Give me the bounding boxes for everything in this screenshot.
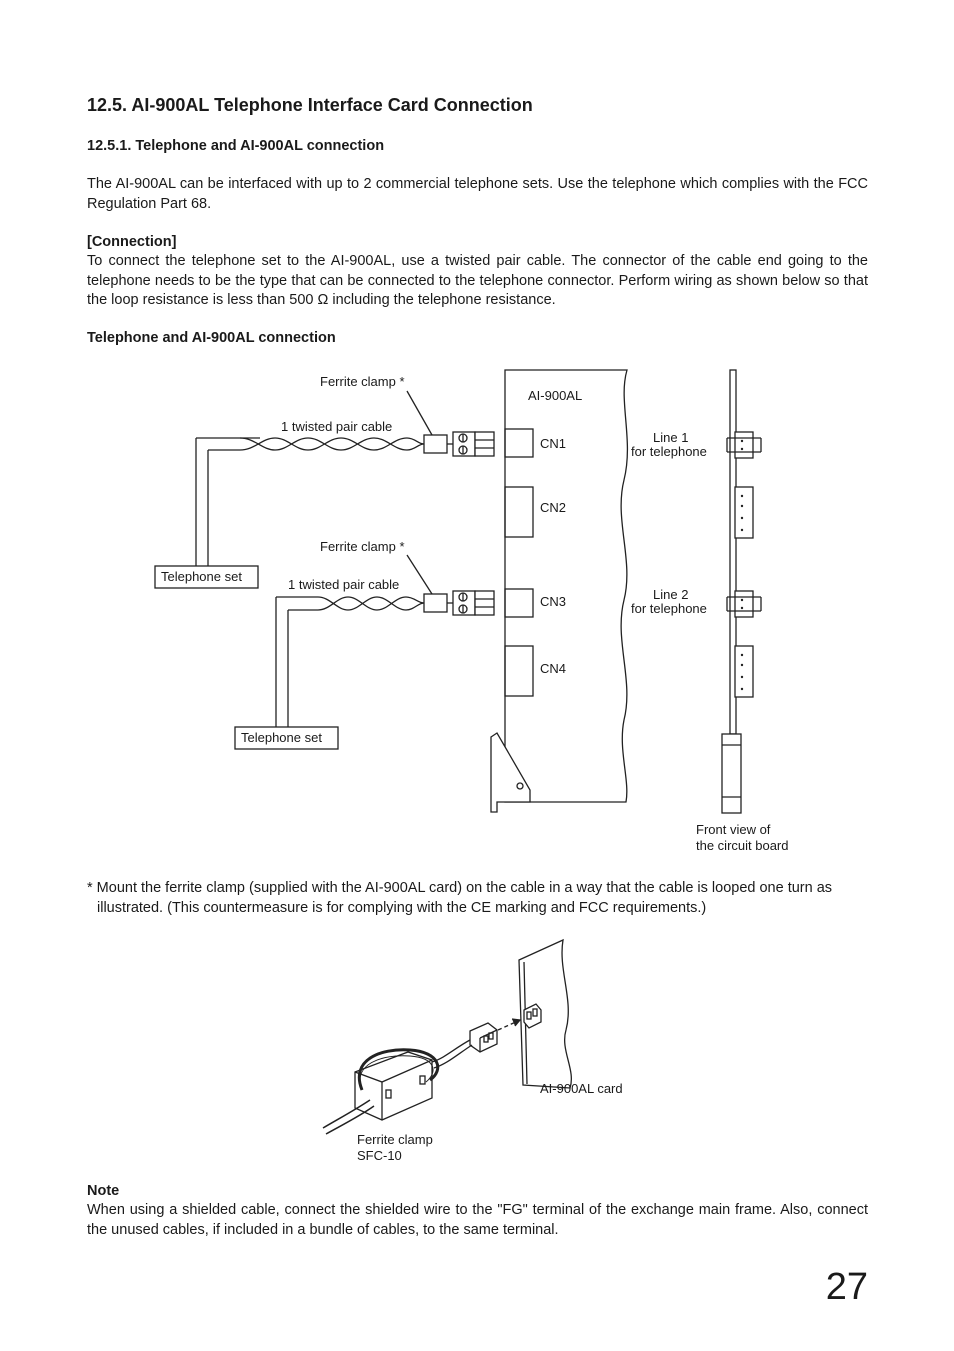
- page-number: 27: [825, 1266, 868, 1308]
- intro-paragraph: The AI-900AL can be interfaced with up t…: [87, 176, 868, 212]
- front-view-label: Front view of: [696, 822, 771, 837]
- cn4-label: CN4: [540, 661, 567, 676]
- line1-sub-label: for telephone: [631, 444, 707, 459]
- ferrite-clamp-figure-label: Ferrite clamp: [357, 1132, 433, 1147]
- connection-title: [Connection]: [87, 234, 177, 250]
- ferrite-clamp-label-1: Ferrite clamp *: [320, 374, 405, 389]
- footnote: * Mount the ferrite clamp (supplied with…: [87, 879, 868, 918]
- note-paragraph: When using a shielded cable, connect the…: [87, 1202, 868, 1238]
- subsection-heading: 12.5.1. Telephone and AI-900AL connectio…: [87, 138, 385, 154]
- twisted-pair-label-2: 1 twisted pair cable: [288, 577, 400, 592]
- footnote-text: * Mount the ferrite clamp (supplied with…: [87, 880, 833, 916]
- telephone-set-label-2: Telephone set: [241, 730, 322, 745]
- ferrite-clamp-label-2: Ferrite clamp *: [320, 539, 405, 554]
- cn1-label: CN1: [540, 436, 567, 451]
- ai900al-card-label: AI-900AL card: [540, 1081, 623, 1096]
- diagram-title: Telephone and AI-900AL connection: [87, 330, 336, 346]
- card-name-label: AI-900AL: [528, 388, 583, 403]
- sfc10-label: SFC-10: [357, 1148, 402, 1163]
- cn2-label: CN2: [540, 500, 567, 515]
- front-view-sub-label: the circuit board: [696, 838, 789, 853]
- line2-label: Line 2: [653, 587, 689, 602]
- connection-paragraph: To connect the telephone set to the AI-9…: [87, 253, 868, 308]
- cn3-label: CN3: [540, 594, 567, 609]
- twisted-pair-label-1: 1 twisted pair cable: [281, 419, 393, 434]
- note-title: Note: [87, 1183, 120, 1199]
- line2-sub-label: for telephone: [631, 601, 707, 616]
- line1-label: Line 1: [653, 430, 689, 445]
- section-heading: 12.5. AI-900AL Telephone Interface Card …: [87, 95, 533, 115]
- telephone-set-label-1: Telephone set: [161, 569, 242, 584]
